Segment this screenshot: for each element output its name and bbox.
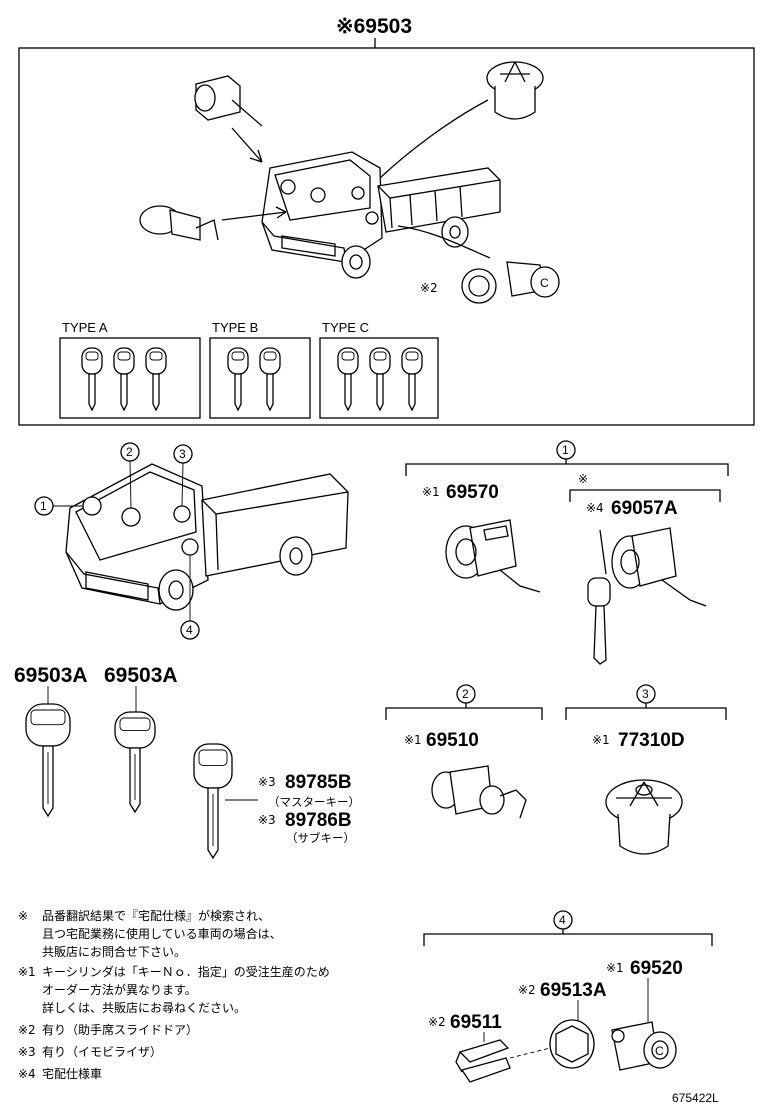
- svg-text:C: C: [655, 1044, 664, 1058]
- svg-text:4: 4: [186, 623, 193, 637]
- svg-text:1: 1: [562, 443, 569, 457]
- note-mark: ※2: [18, 1023, 36, 1037]
- door-cylinder-top: [139, 205, 219, 241]
- truck-illustration-top: [261, 151, 501, 279]
- small-key-icon: [401, 347, 423, 412]
- note-line: 有り（助手席スライドドア）: [42, 1022, 198, 1037]
- key-blank-1: [25, 703, 71, 818]
- key-blank-2: [114, 711, 156, 814]
- sub-key-mark: ※3: [258, 813, 276, 827]
- part-69570-mark: ※1: [422, 485, 440, 499]
- arrow-slide: [397, 225, 491, 259]
- part-69057a-mark: ※4: [586, 501, 604, 515]
- callout-1: 1: [34, 496, 83, 516]
- note-mark: ※: [18, 909, 28, 923]
- small-key-icon: [113, 347, 135, 412]
- note-line: 有り（イモビライザ）: [42, 1045, 162, 1059]
- svg-text:2: 2: [126, 445, 133, 459]
- type-c-label: TYPE C: [322, 320, 369, 335]
- key-blank-1-number[interactable]: 69503A: [14, 664, 88, 687]
- group-1-sub-mark: ※: [578, 472, 588, 486]
- arrow-ignition: [231, 127, 263, 163]
- immobilizer-key: [193, 743, 233, 860]
- part-77310d-number[interactable]: 77310D: [618, 730, 685, 751]
- svg-text:1: 1: [40, 499, 47, 513]
- master-key-number[interactable]: 89785B: [285, 772, 352, 793]
- ignition-cylinder-top: [194, 75, 263, 127]
- slide-door-cylinder-69520: C: [611, 1021, 677, 1071]
- part-77310d-mark: ※1: [592, 733, 610, 747]
- fuel-cap-77310d: [605, 779, 683, 855]
- note-mark: ※1: [18, 965, 36, 979]
- part-69520-mark: ※1: [606, 961, 624, 975]
- slide-cylinder-top: C: [461, 261, 560, 304]
- fuel-cap-top: [486, 61, 544, 120]
- type-c-box: [319, 337, 439, 419]
- group-4: 4: [423, 910, 713, 946]
- clip-69511: [455, 1039, 511, 1083]
- type-a-box: [59, 337, 201, 419]
- arrow-fuel: [379, 99, 489, 179]
- assembly-number[interactable]: ※69503: [336, 15, 412, 38]
- small-key-icon: [145, 347, 167, 412]
- group-1: 1 ※: [405, 440, 729, 502]
- svg-text:3: 3: [179, 447, 186, 461]
- small-key-icon: [337, 347, 359, 412]
- key-set-icons: [81, 347, 423, 412]
- note-line: 宅配仕様車: [42, 1066, 102, 1081]
- note-line: 共販店にお問合せ下さい。: [42, 944, 186, 959]
- sub-key-number[interactable]: 89786B: [285, 810, 352, 831]
- door-lock-cylinder-69057a: [587, 527, 707, 665]
- small-key-icon: [227, 347, 249, 412]
- master-key-mark: ※3: [258, 775, 276, 789]
- part-69570-number[interactable]: 69570: [446, 482, 499, 503]
- type-a-label: TYPE A: [62, 320, 108, 335]
- part-69513a-number[interactable]: 69513A: [540, 980, 607, 1001]
- note-line: オーダー方法が異なります。: [42, 982, 197, 997]
- small-key-icon: [81, 347, 103, 412]
- part-69513a-mark: ※2: [518, 983, 536, 997]
- note-line: 且つ宅配業務に使用している車両の場合は、: [42, 926, 282, 941]
- small-key-icon: [369, 347, 391, 412]
- part-69511-number[interactable]: 69511: [450, 1012, 502, 1033]
- assembly-frame: [18, 47, 755, 426]
- part-69511-mark: ※2: [428, 1015, 446, 1029]
- note-line: 品番翻訳結果で『宅配仕様』が検索され、: [42, 908, 270, 923]
- truck-illustration-main: [65, 463, 349, 611]
- callout-3: 3: [173, 444, 193, 507]
- part-69520-number[interactable]: 69520: [630, 958, 683, 979]
- key-blank-2-number[interactable]: 69503A: [104, 664, 178, 687]
- svg-text:2: 2: [462, 687, 469, 701]
- ring-69513a: [549, 1019, 595, 1069]
- ignition-cylinder-69510: [431, 765, 527, 819]
- master-key-name: （マスターキー）: [268, 795, 360, 809]
- sub-key-name: （サブキー）: [286, 831, 355, 845]
- note-line: 詳しくは、共販店にお尋ねください。: [42, 1000, 246, 1015]
- footnotes: ※ 品番翻訳結果で『宅配仕様』が検索され、且つ宅配業務に使用している車両の場合は、…: [18, 908, 330, 1081]
- part-69057a-number[interactable]: 69057A: [611, 498, 678, 519]
- type-b-box: [209, 337, 311, 419]
- svg-text:C: C: [540, 276, 549, 290]
- note-line: キーシリンダは「キーＮｏ．指定」の受注生産のため: [42, 964, 330, 979]
- group-3: 3: [565, 684, 727, 720]
- door-lock-cylinder-69570: [445, 519, 541, 593]
- part-69510-mark: ※1: [404, 733, 422, 747]
- note-mark: ※4: [18, 1067, 36, 1081]
- part-69510-number[interactable]: 69510: [426, 730, 479, 751]
- callout-4: 4: [180, 555, 200, 640]
- mark-2-top: ※2: [420, 281, 438, 295]
- small-key-icon: [259, 347, 281, 412]
- arrow-door: [221, 206, 287, 221]
- svg-text:4: 4: [559, 913, 566, 927]
- note-mark: ※3: [18, 1045, 36, 1059]
- figure-reference: 675422L: [672, 1091, 719, 1105]
- svg-text:3: 3: [642, 687, 649, 701]
- type-b-label: TYPE B: [212, 320, 258, 335]
- callout-2: 2: [120, 442, 140, 509]
- group-2: 2: [385, 684, 543, 720]
